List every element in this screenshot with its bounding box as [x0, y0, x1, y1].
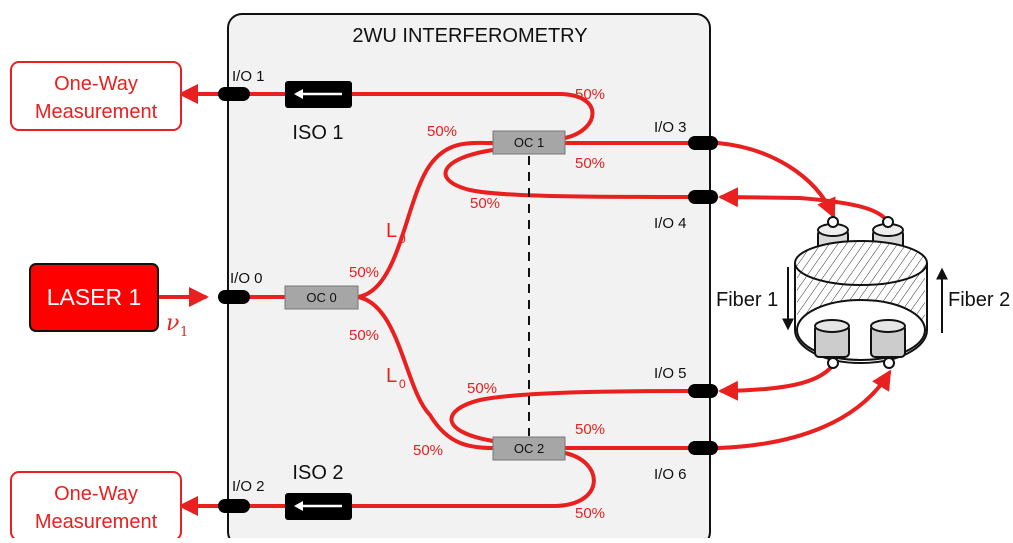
ratio-oc1-bottom-left: 50% [470, 195, 500, 212]
fiber1-label: Fiber 1 [716, 289, 778, 311]
connector-io3 [688, 136, 718, 150]
ratio-oc1-top-right: 50% [575, 86, 605, 103]
svg-text:L: L [386, 365, 397, 387]
isolator-iso1-label: ISO 1 [292, 122, 343, 144]
coupler-oc0-label: OC 0 [306, 290, 336, 305]
laser-label: LASER 1 [47, 284, 142, 310]
port-label-io1: I/O 1 [232, 68, 265, 85]
fiber-io3-to-spool [716, 141, 836, 219]
ratio-oc2-bottom-right: 50% [575, 505, 605, 522]
laser-source: LASER 1 [29, 263, 159, 332]
fiber-spool [794, 216, 928, 369]
arm-label-upper: L 0 [386, 220, 406, 246]
coupler-oc2-label: OC 2 [514, 441, 544, 456]
ratio-oc2-upper-left: 50% [467, 380, 497, 397]
port-label-io3: I/O 3 [654, 119, 687, 136]
measurement-top-line2: Measurement [35, 101, 158, 123]
svg-text:L: L [386, 220, 397, 242]
port-label-io0: I/O 0 [230, 270, 263, 287]
svg-text:1: 1 [180, 325, 188, 340]
coupler-oc1: OC 1 [492, 130, 566, 155]
panel-title: 2WU INTERFEROMETRY [352, 25, 587, 47]
port-label-io4: I/O 4 [654, 215, 687, 232]
svg-text:0: 0 [399, 377, 406, 391]
isolator-iso2-label: ISO 2 [292, 462, 343, 484]
port-label-io2: I/O 2 [232, 478, 265, 495]
connector-io1 [218, 87, 250, 101]
ratio-oc2-left: 50% [413, 442, 443, 459]
svg-text:ν: ν [166, 311, 179, 336]
svg-text:0: 0 [399, 232, 406, 246]
ratio-oc1-bottom-right: 50% [575, 155, 605, 172]
port-label-io5: I/O 5 [654, 365, 687, 382]
fiber-oc1-to-iso1 [350, 92, 595, 140]
ratio-oc2-top-right: 50% [575, 421, 605, 438]
coupler-oc0: OC 0 [284, 285, 359, 310]
fiber2-label: Fiber 2 [948, 289, 1010, 311]
arm-label-lower: L 0 [386, 365, 406, 391]
fiber-upper-arm [356, 140, 495, 299]
fiber-oc1-to-io4 [443, 148, 690, 199]
interferometer-panel [227, 13, 711, 543]
connector-io5 [688, 384, 718, 398]
connector-io2 [218, 499, 250, 513]
isolator-iso1: ISO 1 [285, 81, 352, 144]
measurement-bottom-line2: Measurement [35, 511, 158, 533]
connector-io0 [218, 290, 250, 304]
fiber-paths [156, 84, 892, 516]
fiber-lower-arm [356, 295, 495, 450]
connector-io4 [688, 190, 718, 204]
isolator-iso2: ISO 2 [285, 462, 352, 520]
ratio-oc0-bottom: 50% [349, 327, 379, 344]
ratio-oc0-top: 50% [349, 264, 379, 281]
coupler-oc2: OC 2 [492, 436, 566, 461]
ratio-oc1-left: 50% [427, 123, 457, 140]
coupler-oc1-label: OC 1 [514, 135, 544, 150]
port-label-io6: I/O 6 [654, 466, 687, 483]
measurement-bottom-line1: One-Way [54, 483, 138, 505]
fiber-spool-to-io5 [718, 363, 835, 401]
measurement-box-bottom: One-Way Measurement [10, 471, 182, 541]
laser-frequency: ν 1 [166, 311, 188, 340]
fiber-spool-to-io4 [718, 187, 890, 224]
measurement-box-top: One-Way Measurement [10, 61, 182, 131]
fiber-io6-to-spool [716, 369, 892, 450]
fiber-oc2-to-iso2 [350, 451, 596, 508]
port-connectors [218, 87, 718, 513]
measurement-top-line1: One-Way [54, 73, 138, 95]
connector-io6 [688, 441, 718, 455]
fiber-oc2-to-io5 [449, 389, 690, 443]
